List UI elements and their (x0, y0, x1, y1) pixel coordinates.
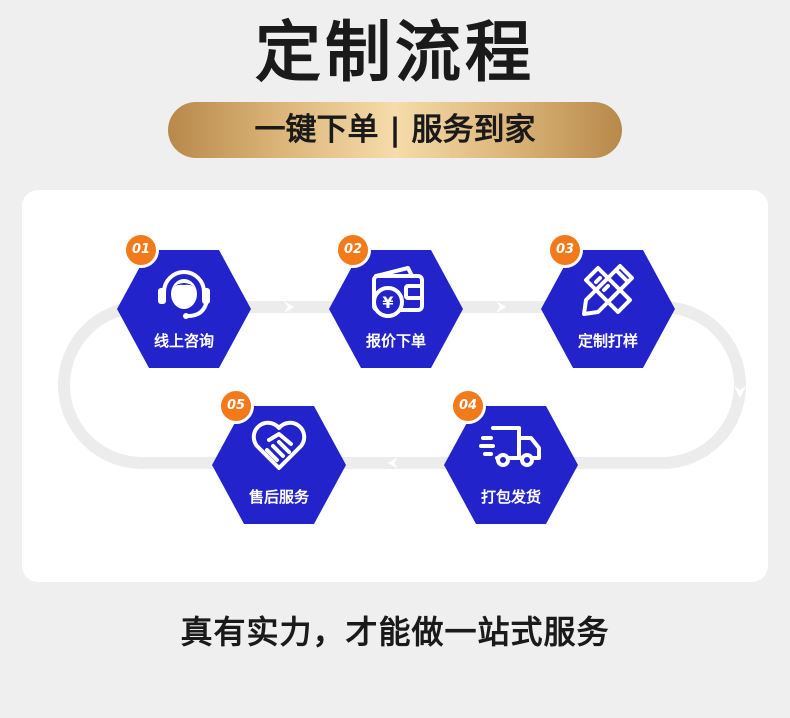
heart-handshake-icon (251, 420, 307, 470)
hexagon-shape (212, 406, 346, 524)
step-number-badge: 02 (335, 232, 371, 268)
page-title: 定制流程 (255, 14, 535, 91)
step-number-badge: 01 (123, 232, 159, 268)
step-online-consult: 01 线上咨询 (115, 232, 253, 378)
step-number-badge: 03 (547, 232, 583, 268)
tagline-banner: 一键下单 | 服务到家 (168, 102, 622, 158)
step-label: 售后服务 (248, 488, 309, 506)
step-number-badge: 04 (450, 388, 486, 424)
headset-support-icon (158, 270, 210, 319)
slogan-text: 真有实力，才能做一站式服务 (180, 613, 610, 651)
step-after-sales: 05 售后服务 (210, 388, 348, 534)
process-card: 01 线上咨询 02 ¥ (22, 190, 768, 582)
hexagon-shape (444, 406, 578, 524)
track-arrow-icons (284, 301, 746, 469)
step-number-badge: 05 (218, 388, 254, 424)
svg-text:¥: ¥ (382, 293, 393, 312)
delivery-truck-icon (479, 426, 541, 467)
wallet-yuan-icon: ¥ (372, 266, 424, 318)
step-label: 定制打样 (577, 332, 638, 350)
hexagon-shape (541, 250, 675, 368)
step-label: 线上咨询 (153, 332, 214, 350)
process-loop-track (58, 301, 746, 469)
pencil-ruler-icon (582, 264, 634, 316)
step-custom-sample: 03 定制打样 (539, 232, 677, 378)
step-label: 打包发货 (480, 488, 541, 506)
step-quote-order: 02 ¥ 报价下单 (327, 232, 465, 378)
step-label: 报价下单 (365, 332, 426, 350)
step-pack-ship: 04 打包发货 (442, 388, 580, 534)
